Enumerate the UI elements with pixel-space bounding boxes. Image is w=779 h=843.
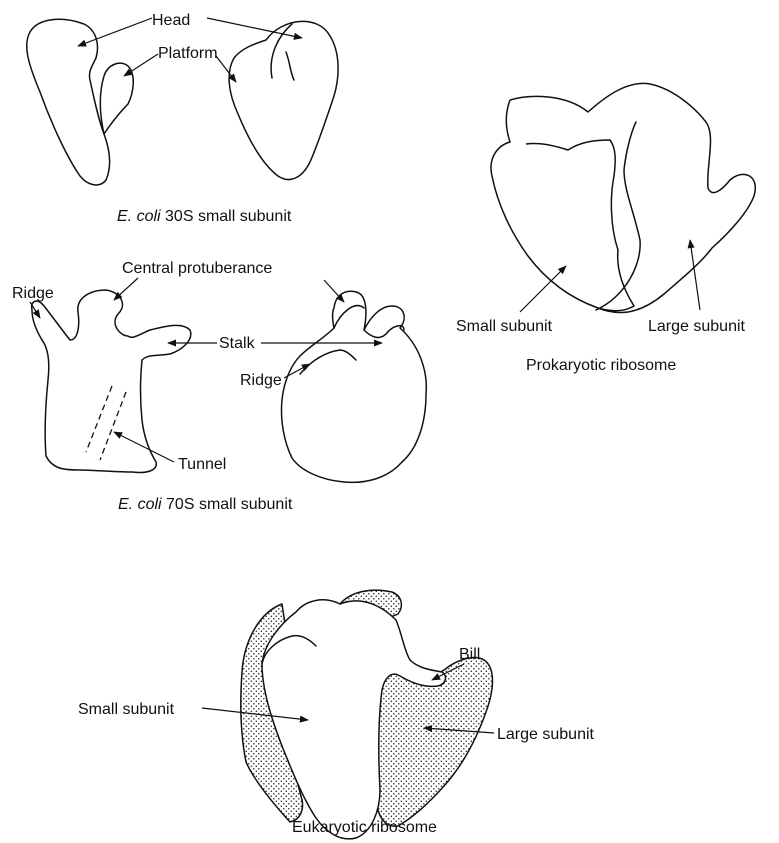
leader-head-left xyxy=(78,18,152,46)
leader-ridge-right xyxy=(284,364,310,378)
label-head: Head xyxy=(152,12,190,29)
tunnel-dash-2 xyxy=(100,392,126,460)
caption-70s: E. coli 70S small subunit xyxy=(118,496,293,513)
leader-central-protuberance-left xyxy=(114,278,138,300)
leader-platform-left xyxy=(124,54,158,76)
label-ridge-right: Ridge xyxy=(240,372,282,389)
caption-70s-italic: E. coli xyxy=(118,496,162,513)
label-central-protuberance: Central protuberance xyxy=(122,260,272,277)
caption-70s-rest: 70S small subunit xyxy=(162,496,293,513)
caption-30s-rest: 30S small subunit xyxy=(161,208,292,225)
label-large-subunit-euk: Large subunit xyxy=(497,726,595,743)
leader-tunnel xyxy=(114,432,174,462)
30s-right-view-shape xyxy=(229,21,338,179)
label-large-subunit-prok: Large subunit xyxy=(648,318,746,335)
70s-left-view-shape xyxy=(32,290,191,473)
ecoli-30s-group: Head Platform E. coli 30S small subunit xyxy=(27,12,338,225)
label-stalk: Stalk xyxy=(219,335,256,352)
label-tunnel: Tunnel xyxy=(178,456,226,473)
label-bill: Bill xyxy=(459,646,480,663)
30s-right-head-line xyxy=(286,52,294,80)
ecoli-70s-group: Ridge Central protuberance Stalk Ridge T… xyxy=(12,260,426,513)
caption-eukaryotic: Eukaryotic ribosome xyxy=(292,819,437,836)
30s-left-view-shape xyxy=(27,19,110,185)
label-small-subunit-euk: Small subunit xyxy=(78,701,175,718)
70s-ridge-contour xyxy=(300,350,356,374)
label-small-subunit-prok: Small subunit xyxy=(456,318,553,335)
70s-right-view-shape xyxy=(281,291,426,482)
leader-central-protuberance-right xyxy=(324,280,344,302)
label-ridge-left: Ridge xyxy=(12,285,54,302)
caption-prokaryotic: Prokaryotic ribosome xyxy=(526,357,676,374)
eukaryotic-ribosome-group: Bill Small subunit Large subunit Eukaryo… xyxy=(78,590,595,839)
caption-30s: E. coli 30S small subunit xyxy=(117,208,292,225)
tunnel-dash-1 xyxy=(86,386,112,452)
prokaryotic-ribosome-group: Small subunit Large subunit Prokaryotic … xyxy=(456,83,755,374)
label-platform: Platform xyxy=(158,45,218,62)
caption-30s-italic: E. coli xyxy=(117,208,161,225)
